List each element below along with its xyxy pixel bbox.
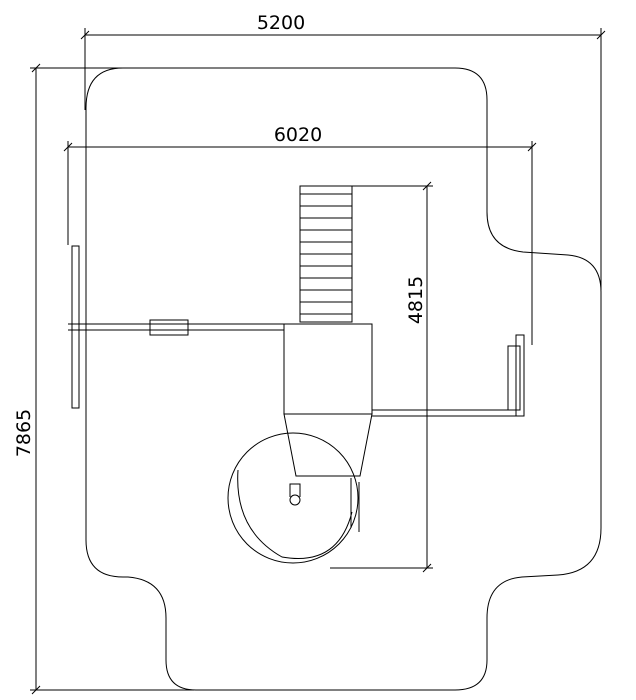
left-beam (68, 245, 284, 409)
dimension-inner-width-label: 6020 (274, 124, 322, 146)
dimension-total-height-label: 7865 (13, 409, 35, 457)
right-beam (372, 334, 525, 417)
dimension-height-label: 4815 (405, 276, 427, 324)
dimension-height (330, 181, 433, 573)
spiral-slide (227, 432, 360, 564)
dimension-total-height (30, 63, 194, 695)
tower (283, 323, 373, 477)
safety-zone-outline (85, 67, 602, 691)
ladder (299, 185, 353, 323)
dimension-top-label: 5200 (257, 12, 305, 34)
dimension-inner-width (63, 141, 537, 345)
dimension-top (80, 28, 606, 290)
